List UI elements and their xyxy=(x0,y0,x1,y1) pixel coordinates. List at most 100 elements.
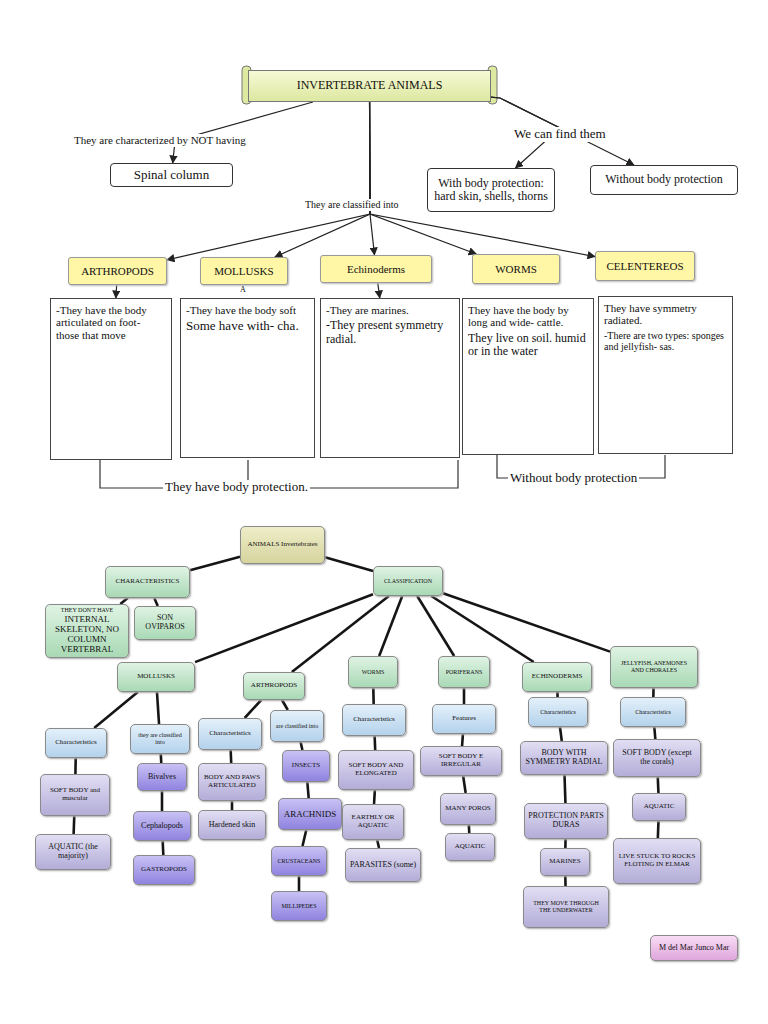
item-box: MANY POROS xyxy=(440,793,496,825)
node-text: -They have the body articulated on foot-… xyxy=(56,304,166,341)
node-text: SOFT BODY (except the corals) xyxy=(617,749,697,767)
junction-label: They are classified into xyxy=(303,199,401,211)
connector xyxy=(463,776,465,793)
item-box: SOFT BODY E IRREGULAR xyxy=(420,746,502,776)
feature-box: THEY DON'T HAVEINTERNAL SKELETON, NO COL… xyxy=(45,604,129,658)
group-box: ECHINODERMS xyxy=(522,662,592,692)
feature-box: SON OVIPAROS xyxy=(134,606,196,640)
item-box: BODY AND PAWS ARTICULATED xyxy=(198,763,266,801)
connector xyxy=(491,97,560,168)
node-text: Hardened skin xyxy=(202,821,262,830)
description-box: -They are marines. -They present symmetry… xyxy=(320,298,460,458)
concept-box: With body protection: hard skin, shells,… xyxy=(427,168,555,212)
node-text: PORIFERANS xyxy=(442,669,486,676)
node-text: They have the body by long and wide- cat… xyxy=(468,304,588,329)
node-text: CHARACTERISTICS xyxy=(109,578,186,586)
group-box: JELLYFISH, ANEMONES AND CHORALES xyxy=(610,646,698,688)
node-text: JELLYFISH, ANEMONES AND CHORALES xyxy=(614,660,694,673)
item-box: THEY MOVE THROUGH THE UNDERWATER xyxy=(523,886,609,928)
bracket xyxy=(100,455,665,488)
connector xyxy=(303,830,307,846)
connector xyxy=(245,700,261,718)
item-box: AQUATIC (the majority) xyxy=(35,834,111,870)
item-box: SOFT BODY (except the corals) xyxy=(613,739,701,777)
node-text: Characteristics xyxy=(624,709,682,716)
edge-label: They are characterized by NOT having xyxy=(72,134,248,147)
connector xyxy=(298,876,301,891)
connector xyxy=(656,777,659,793)
node-text: are classified into xyxy=(274,723,320,730)
item-box: EARTHLY OR AQUATIC xyxy=(342,804,404,840)
connector xyxy=(115,285,117,298)
node-text: -There are two types: sponges and jellyf… xyxy=(604,330,727,352)
class-box: Bivalves xyxy=(137,763,187,791)
group-header: ARTHROPODS xyxy=(68,257,167,285)
concept-box: Spinal column xyxy=(110,163,233,187)
connector xyxy=(564,839,567,848)
class-box: GASTROPODS xyxy=(133,855,195,885)
connector xyxy=(657,821,660,838)
node-text: Characteristics xyxy=(532,709,584,716)
heading-box: Features xyxy=(432,704,496,734)
node-text: SOFT BODY and muscular xyxy=(44,787,106,803)
connector xyxy=(560,727,562,741)
connector xyxy=(654,727,655,739)
node-text: MANY POROS xyxy=(444,805,492,813)
node-text: they are classified into xyxy=(134,732,186,745)
root-box: ANIMALS Invertebrates xyxy=(240,526,325,564)
class-box: ARACHNIDS xyxy=(278,798,342,830)
item-box: PARASITES (some) xyxy=(345,848,421,882)
node-text: Spinal column xyxy=(114,168,229,183)
group-box: MOLLUSKS xyxy=(117,662,195,692)
branch-box: CHARACTERISTICS xyxy=(105,566,190,598)
connector xyxy=(173,102,313,163)
item-box: PROTECTION PARTS DURAS xyxy=(524,803,608,839)
heading-box: Characteristics xyxy=(198,718,262,750)
node-text: Features xyxy=(436,715,492,723)
group-header: CELENTEREOS xyxy=(595,251,695,281)
node-text: They have symmetry radiated. xyxy=(604,302,727,327)
node-text: ARTHROPODS xyxy=(72,265,163,277)
title-banner: INVERTEBRATE ANIMALS xyxy=(248,70,491,102)
connector xyxy=(161,841,164,855)
connector xyxy=(372,688,375,704)
node-text: -They are marines. xyxy=(326,304,454,316)
connector xyxy=(307,782,308,798)
node-text: PROTECTION PARTS DURAS xyxy=(528,812,604,830)
heading-box: they are classified into xyxy=(130,724,190,754)
branch-box: CLASSIFICATION xyxy=(373,566,443,596)
item-box: AQUATIC xyxy=(445,833,495,861)
node-text: AQUATIC xyxy=(449,843,491,851)
connector xyxy=(72,816,75,834)
connector xyxy=(373,736,376,750)
node-text: Some have with- cha. xyxy=(186,319,309,334)
description-box: They have symmetry radiated. -There are t… xyxy=(598,296,733,454)
node-text: GASTROPODS xyxy=(137,866,191,874)
group-box: WORMS xyxy=(348,656,398,688)
connector xyxy=(468,825,471,833)
node-text: SON OVIPAROS xyxy=(138,614,192,632)
node-text: Without body protection xyxy=(594,173,734,186)
connector xyxy=(373,790,376,804)
node-text: CELENTEREOS xyxy=(599,260,691,272)
junction-label: We can find them xyxy=(512,127,608,142)
node-text: With body protection: hard skin, shells,… xyxy=(431,177,551,204)
node-text: -They have the body soft xyxy=(186,304,309,316)
item-box: BODY WITH SYMMETRY RADIAL xyxy=(520,741,608,775)
item-box: SOFT BODY and muscular xyxy=(40,774,110,816)
node-text: SOFT BODY AND ELONGATED xyxy=(342,762,410,778)
connector xyxy=(377,840,379,848)
node-text: -They present symmetry radial. xyxy=(326,319,454,346)
connector xyxy=(157,692,159,724)
node-text: Echinoderms xyxy=(324,263,428,275)
description-box: -They have the body articulated on foot-… xyxy=(50,298,172,460)
node-text: ARTHROPODS xyxy=(247,682,301,690)
node-text: WORMS xyxy=(476,263,556,275)
author-box: M del Mar Junco Mar xyxy=(650,935,738,961)
node-text: ECHINODERMS xyxy=(526,673,588,681)
connector xyxy=(190,557,240,571)
connector xyxy=(74,758,77,774)
heading-box: Characteristics xyxy=(620,697,686,727)
node-text: INTERNAL SKELETON, NO COLUMN VERTEBRAL xyxy=(49,614,125,654)
item-box: AQUATIC xyxy=(632,793,686,821)
